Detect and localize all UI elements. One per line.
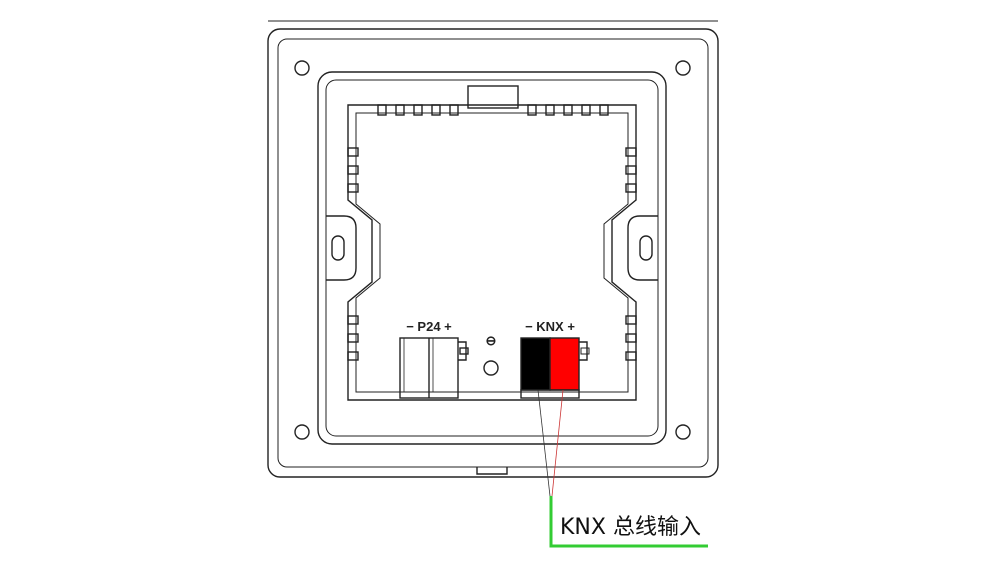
right-clips-upper xyxy=(625,147,637,193)
ground-symbol: ⊖ xyxy=(486,333,497,348)
knx-minus-terminal xyxy=(520,337,551,391)
knx-plus-wire xyxy=(551,389,564,497)
p24-terminal-block xyxy=(399,337,469,399)
programming-button-hole xyxy=(483,360,499,376)
top-clips-left xyxy=(377,104,459,116)
screw-hole-top-right xyxy=(675,60,691,76)
right-clips-lower xyxy=(625,315,637,361)
left-clips-lower xyxy=(347,315,359,361)
knx-terminal-block xyxy=(520,337,590,399)
outer-plate xyxy=(267,28,719,478)
knx-plus-terminal xyxy=(549,337,580,391)
inner-frame-outer xyxy=(317,71,667,445)
outer-plate-inner-edge xyxy=(277,38,709,468)
knx-minus-wire xyxy=(537,389,551,497)
inner-cavity xyxy=(347,104,637,401)
callout-leader xyxy=(549,496,708,548)
left-clips-upper xyxy=(347,147,359,193)
inner-cavity-edge xyxy=(355,112,629,393)
screw-hole-top-left xyxy=(294,60,310,76)
knx-label: − KNX + xyxy=(525,319,575,334)
inner-frame-inner xyxy=(325,79,659,437)
screw-hole-bottom-left xyxy=(294,424,310,440)
p24-label: − P24 + xyxy=(406,319,452,334)
knx-bus-input-callout: KNX 总线输入 xyxy=(560,515,701,540)
knx-terminal-base xyxy=(520,389,580,399)
left-mount-slot xyxy=(331,235,345,261)
bottom-notch xyxy=(476,467,508,475)
screw-hole-bottom-right xyxy=(675,424,691,440)
right-mount-tab xyxy=(627,215,658,281)
right-mount-slot xyxy=(639,235,653,261)
top-clips-right xyxy=(527,104,609,116)
left-mount-tab xyxy=(326,215,357,281)
knx-latch-detail xyxy=(580,347,590,355)
knx-terminal-latch xyxy=(579,341,588,361)
